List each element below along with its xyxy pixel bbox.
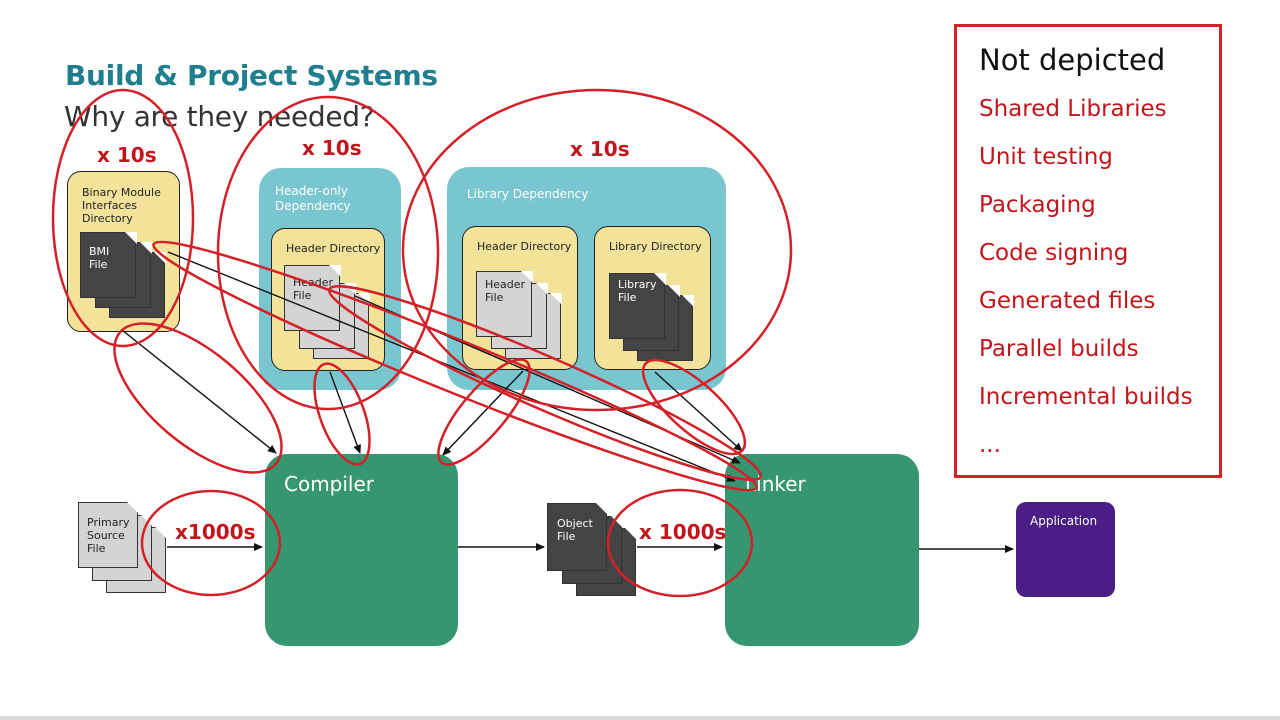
library-header-dir-label: Header Directory	[477, 240, 572, 253]
not-depicted-item: Unit testing	[979, 144, 1113, 170]
object-multiplier: x 1000s	[639, 520, 727, 544]
object-file-icon: Object File	[547, 502, 608, 571]
not-depicted-item: Packaging	[979, 192, 1096, 218]
bmi-directory-label: Binary Module Interfaces Directory	[82, 186, 161, 225]
library-header-directory: Header Directory Header File	[462, 226, 578, 370]
header-only-dir-label: Header Directory	[286, 242, 381, 255]
bottom-bar	[0, 716, 1280, 720]
not-depicted-item: ...	[979, 432, 1001, 458]
application-box: Application	[1016, 502, 1115, 597]
arrow-bmi-to-compiler	[121, 329, 277, 454]
header-only-directory: Header Directory Header File	[271, 228, 385, 371]
not-depicted-item: Parallel builds	[979, 336, 1139, 362]
not-depicted-panel: Not depicted Shared Libraries Unit testi…	[954, 24, 1222, 478]
source-multiplier: x1000s	[175, 520, 256, 544]
not-depicted-item: Incremental builds	[979, 384, 1193, 410]
bmi-file-icon: BMI File	[80, 231, 137, 298]
not-depicted-item: Shared Libraries	[979, 96, 1167, 122]
source-file-label: Primary Source File	[87, 516, 130, 555]
library-header-file-icon: Header File	[476, 270, 533, 337]
header-only-file-label: Header File	[293, 276, 334, 302]
library-file-icon: Library File	[609, 272, 666, 339]
linker-box: Linker	[725, 454, 919, 646]
not-depicted-item: Generated files	[979, 288, 1156, 314]
library-multiplier: x 10s	[570, 137, 630, 161]
not-depicted-item: Code signing	[979, 240, 1129, 266]
not-depicted-title: Not depicted	[979, 43, 1166, 77]
bmi-file-label: BMI File	[89, 245, 110, 271]
object-file-label: Object File	[557, 517, 593, 543]
compiler-label: Compiler	[284, 472, 375, 496]
header-only-label: Header-only Dependency	[275, 184, 351, 213]
library-dependency-label: Library Dependency	[467, 187, 589, 201]
library-directory: Library Directory Library File	[594, 226, 711, 370]
library-dir-label: Library Directory	[609, 240, 702, 253]
library-file-label: Library File	[618, 278, 657, 304]
bmi-multiplier: x 10s	[97, 143, 157, 167]
slide-subtitle: Why are they needed?	[64, 100, 375, 133]
header-only-multiplier: x 10s	[302, 136, 362, 160]
application-label: Application	[1030, 514, 1098, 528]
source-file-icon: Primary Source File	[78, 501, 139, 568]
compiler-box: Compiler	[265, 454, 458, 646]
header-only-file-icon: Header File	[284, 264, 341, 331]
slide-title: Build & Project Systems	[65, 59, 438, 92]
bmi-directory: Binary Module Interfaces Directory BMI F…	[67, 171, 180, 332]
library-header-file-label: Header File	[485, 278, 526, 304]
linker-label: Linker	[745, 472, 806, 496]
